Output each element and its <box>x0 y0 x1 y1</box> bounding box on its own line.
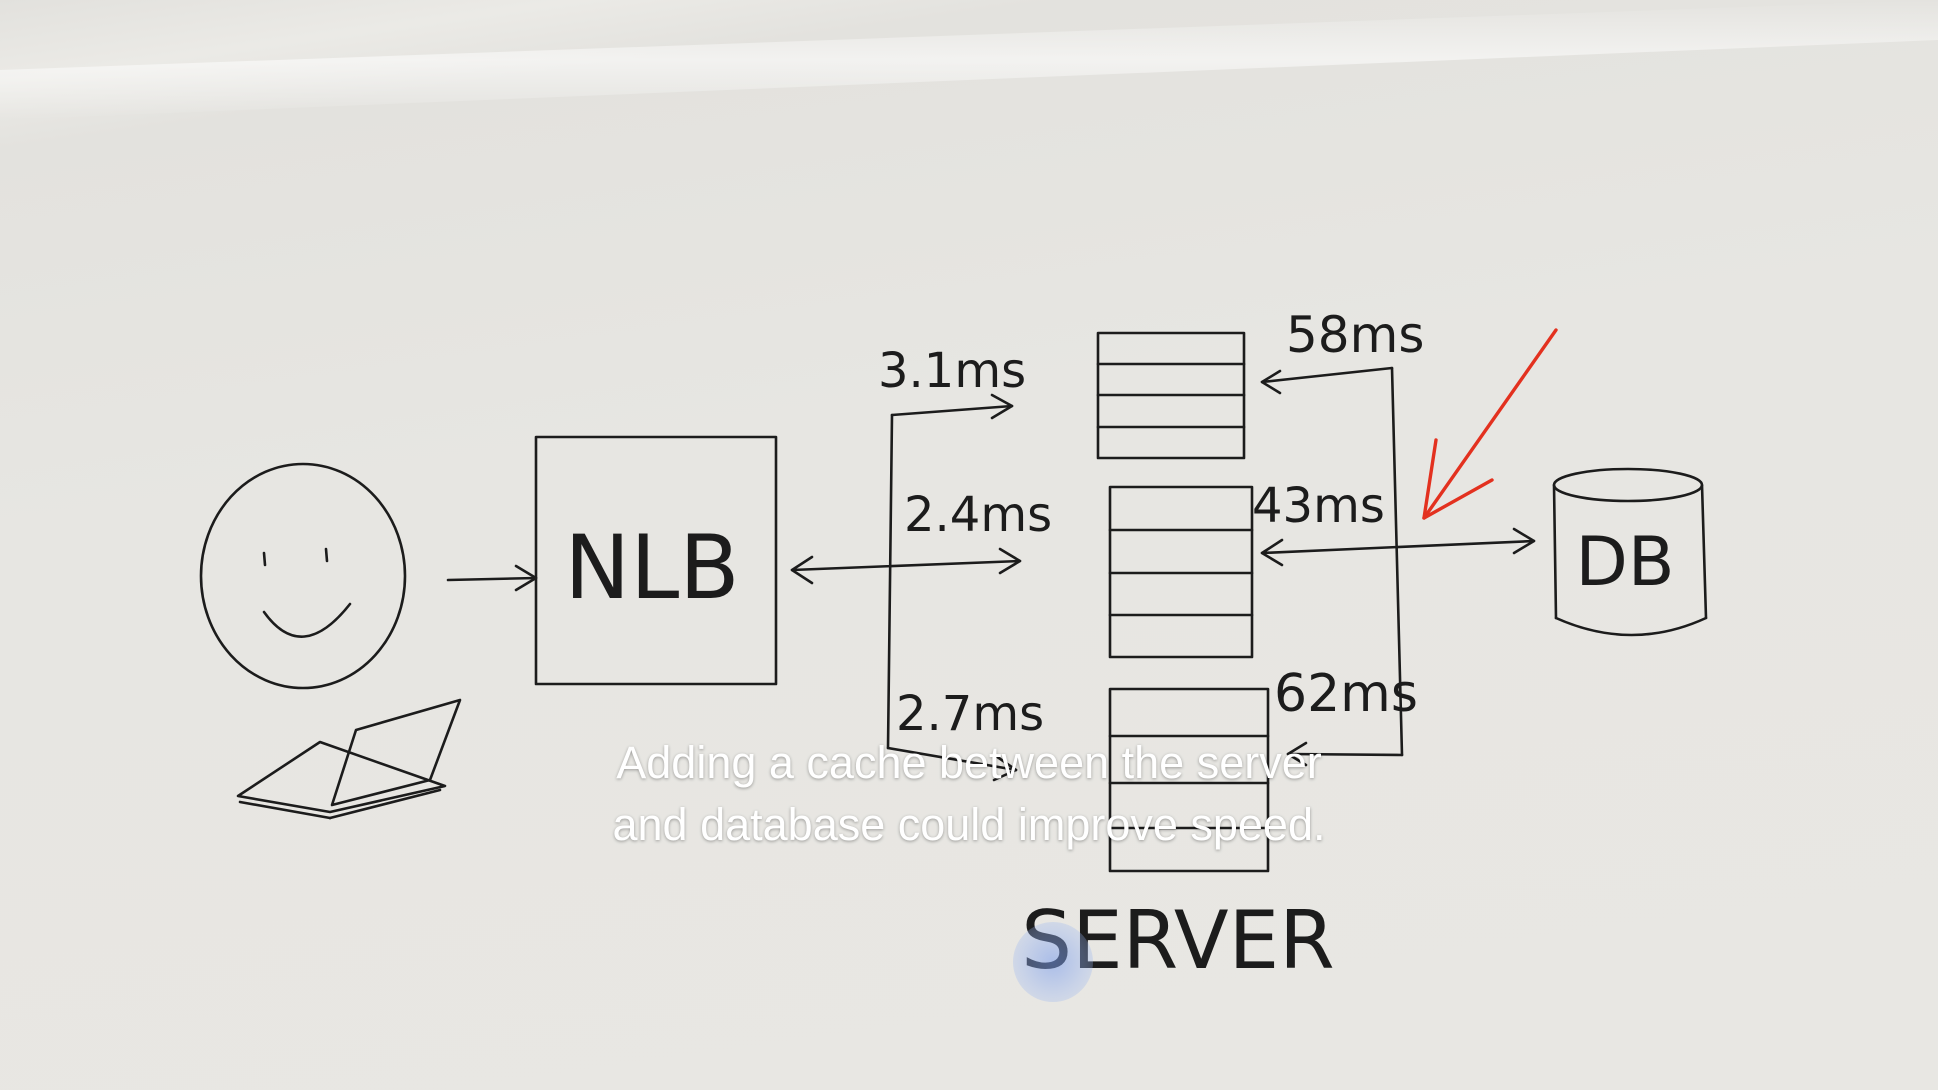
user-smiley-icon <box>199 462 407 690</box>
latency-server-3-db: 62ms <box>1274 664 1418 724</box>
server-rack-1 <box>1096 331 1246 460</box>
latency-nlb-server-1: 3.1ms <box>878 343 1026 399</box>
user-to-nlb-arrow <box>446 564 538 592</box>
nlb-box <box>534 435 778 686</box>
latency-server-2-db: 43ms <box>1252 478 1385 534</box>
laptop-icon <box>236 698 462 820</box>
db-label: DB <box>1575 523 1674 602</box>
server-db-bus <box>1260 366 1536 767</box>
red-annotation-arrow <box>1422 328 1558 520</box>
server-rack-3 <box>1108 687 1270 873</box>
cursor-highlight <box>1013 922 1093 1002</box>
caption-line-1: Adding a cache between the server <box>616 737 1322 788</box>
caption-line-2: and database could improve speed. <box>612 799 1326 850</box>
nlb-label: NLB <box>564 516 739 619</box>
database-cylinder <box>1552 467 1708 637</box>
latency-nlb-server-2: 2.4ms <box>904 487 1052 543</box>
latency-nlb-server-3: 2.7ms <box>896 686 1044 742</box>
nlb-server-bus <box>790 393 1022 782</box>
latency-server-1-db: 58ms <box>1286 306 1424 364</box>
server-rack-2 <box>1108 485 1254 659</box>
video-caption: Adding a cache between the server and da… <box>0 732 1938 856</box>
